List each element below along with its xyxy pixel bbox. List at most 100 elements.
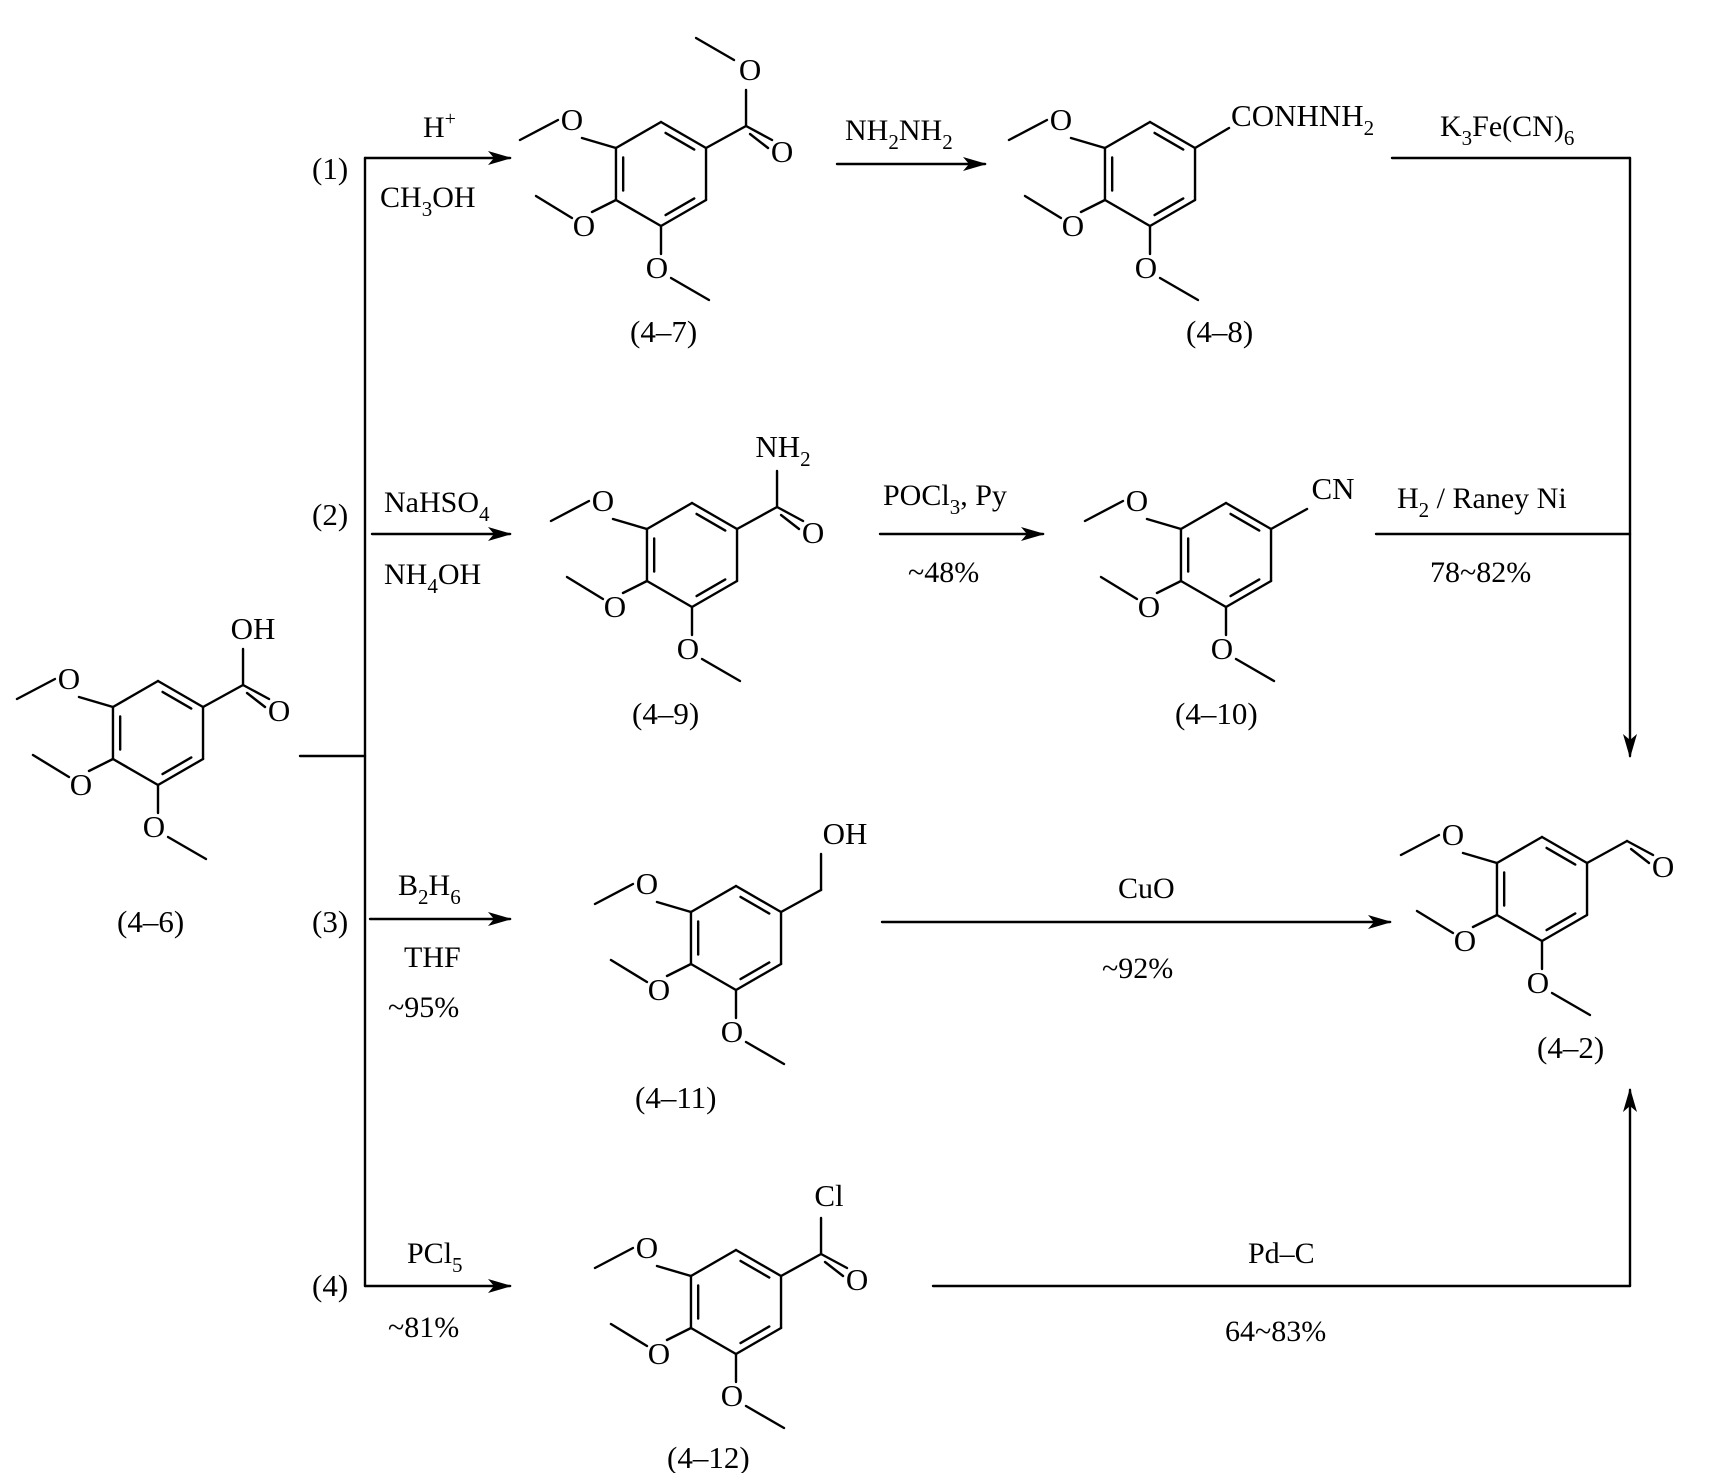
molecule-4-7: O O O O O [518,36,793,302]
carbonyl-oxygen: O [802,515,824,550]
ring-bond [645,501,694,531]
carbonyl-oxygen: O [771,134,793,169]
ring-bond [111,679,160,709]
ring-bond [690,579,739,609]
ring-double-bond [1545,912,1577,932]
ester-oxygen: O [739,52,761,87]
route2-step3-reagent: H2 / Raney Ni [1397,482,1567,522]
ring-double-bond [1545,846,1577,866]
carbonyl-bond [775,505,805,523]
methyl-bond [1023,194,1063,220]
hydroxyl-group: OH [823,816,868,851]
bond [665,1326,693,1342]
carbonyl-bond [823,1260,845,1278]
methoxy-oxygen: O [604,589,626,624]
ring-double-bond [161,690,193,710]
ring-bond [689,884,738,914]
ring-bond [689,962,738,992]
methoxy-oxygen: O [1138,589,1160,624]
ring-bond [1224,579,1273,609]
methyl-bond [1234,657,1276,683]
methoxy-oxygen: O [646,250,668,285]
bond [87,757,115,773]
compound-4-9-label: (4–9) [632,696,699,731]
compound-4-7-label: (4–7) [630,314,697,349]
route4-step2-reagent: Pd–C [1248,1237,1315,1270]
methoxy-oxygen: O [1442,817,1464,852]
route1-step3-reagent: K3Fe(CN)6 [1440,110,1574,150]
methoxy-oxygen: O [70,767,92,802]
carbonyl-bond [241,683,271,701]
methyl-bond [1550,991,1592,1017]
route4-step1-yield: ~81% [388,1311,459,1344]
carbonyl-oxygen: O [268,693,290,728]
methyl-bond [1099,575,1139,601]
methyl-bond [609,1322,649,1348]
ring-double-bond [1153,197,1185,217]
methoxy-oxygen: O [1062,208,1084,243]
bond [779,888,823,914]
ring-double-bond [1153,131,1185,151]
route2-step2-reagent: POCl3, Py [883,479,1007,519]
ring-bond [1103,120,1152,150]
carbonyl-bond [245,691,267,709]
route2-step2-yield: ~48% [908,556,979,589]
bond [1269,507,1309,531]
compound-4-10-label: (4–10) [1175,696,1258,731]
methyl-bond [1083,499,1125,523]
ring-bond [1540,913,1589,943]
carbonyl-bond [748,132,770,150]
methoxy-oxygen: O [721,1378,743,1413]
methyl-bond [1415,909,1455,935]
ring-double-bond [739,895,771,915]
methoxy-oxygen: O [592,483,614,518]
hydrazide-group: CONHNH2 [1231,98,1374,140]
ring-double-bond [664,197,696,217]
methoxy-oxygen: O [1527,965,1549,1000]
carbonyl-bond [1629,847,1651,865]
ring-bond [1148,198,1197,228]
bond [665,962,693,978]
ring-bond [1495,913,1544,943]
ring-bond [645,579,694,609]
methyl-bond [609,958,649,984]
route3-step1-yield: ~95% [388,991,459,1024]
carbonyl-bond [779,513,801,531]
ring-double-bond [664,131,696,151]
bond [1145,517,1183,531]
bond [1069,136,1107,150]
ring-bond [1495,835,1544,865]
methoxy-oxygen: O [573,208,595,243]
ring-bond [614,198,663,228]
ring-bond [156,757,205,787]
methoxy-oxygen: O [143,809,165,844]
bond [655,900,693,914]
route3-step1-reagent: B2H6 [398,869,461,909]
ring-double-bond [1229,512,1261,532]
methoxy-oxygen: O [648,972,670,1007]
compound-4-11-label: (4–11) [635,1080,717,1115]
bond [1585,839,1629,865]
ring-double-bond [161,756,193,776]
methoxy-oxygen: O [561,102,583,137]
carbonyl-oxygen: O [846,1262,868,1297]
methoxy-oxygen: O [721,1014,743,1049]
methoxy-oxygen: O [636,1230,658,1265]
ring-bond [111,757,160,787]
bond [704,124,748,150]
bond [77,695,115,709]
methyl-bond [534,194,574,220]
route3-step1-solvent: THF [404,941,461,974]
bond [621,579,649,595]
ring-bond [734,962,783,992]
ring-bond [659,198,708,228]
methyl-bond [700,657,742,683]
methyl-bond [549,499,591,523]
methyl-bond [518,118,560,142]
